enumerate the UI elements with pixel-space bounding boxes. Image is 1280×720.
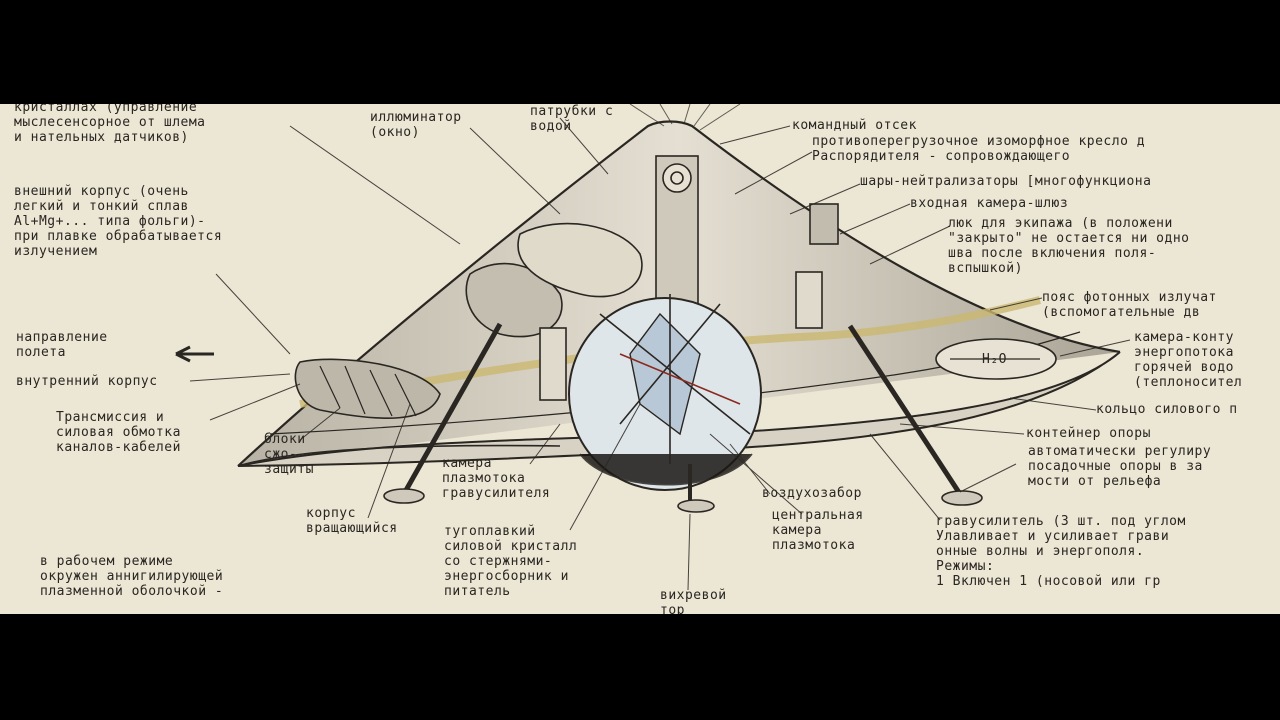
label-kamera-shlyuz: входная камера-шлюз [910,196,1069,211]
rim-lower [237,444,561,467]
letterbox-bottom [0,614,1280,720]
label-komandny: командный отсек [792,118,917,133]
label-illuminator: иллюминатор(окно) [370,110,462,140]
landing-leg-right [847,324,963,496]
label-vnutrenny: внутренний корпус [16,374,158,389]
label-shary: шары-нейтрализаторы [многофункциона [860,174,1152,189]
label-koltso: кольцо силового п [1096,402,1238,417]
saucer-drawing [175,104,1131,591]
label-konteyner: контейнер опоры [1026,426,1151,441]
direction-arrow [175,345,214,363]
label-poyas: пояс фотонных излучат(вспомогательные дв [1042,290,1217,320]
photon-belt [299,296,1041,408]
label-kreslo: противоперегрузочное изоморфное кресло д… [812,134,1146,164]
power-crystal [629,312,701,436]
label-h2o: H₂O [982,352,1007,367]
label-lyuk: люк для экипажа (в положени"закрыто" не … [948,216,1190,276]
transmission-coil [294,358,441,419]
letterbox-top [0,0,1280,104]
landing-leg-left [402,322,503,494]
label-vozduhozabor: воздухозабор [762,486,862,501]
gyro-disc [662,163,692,193]
